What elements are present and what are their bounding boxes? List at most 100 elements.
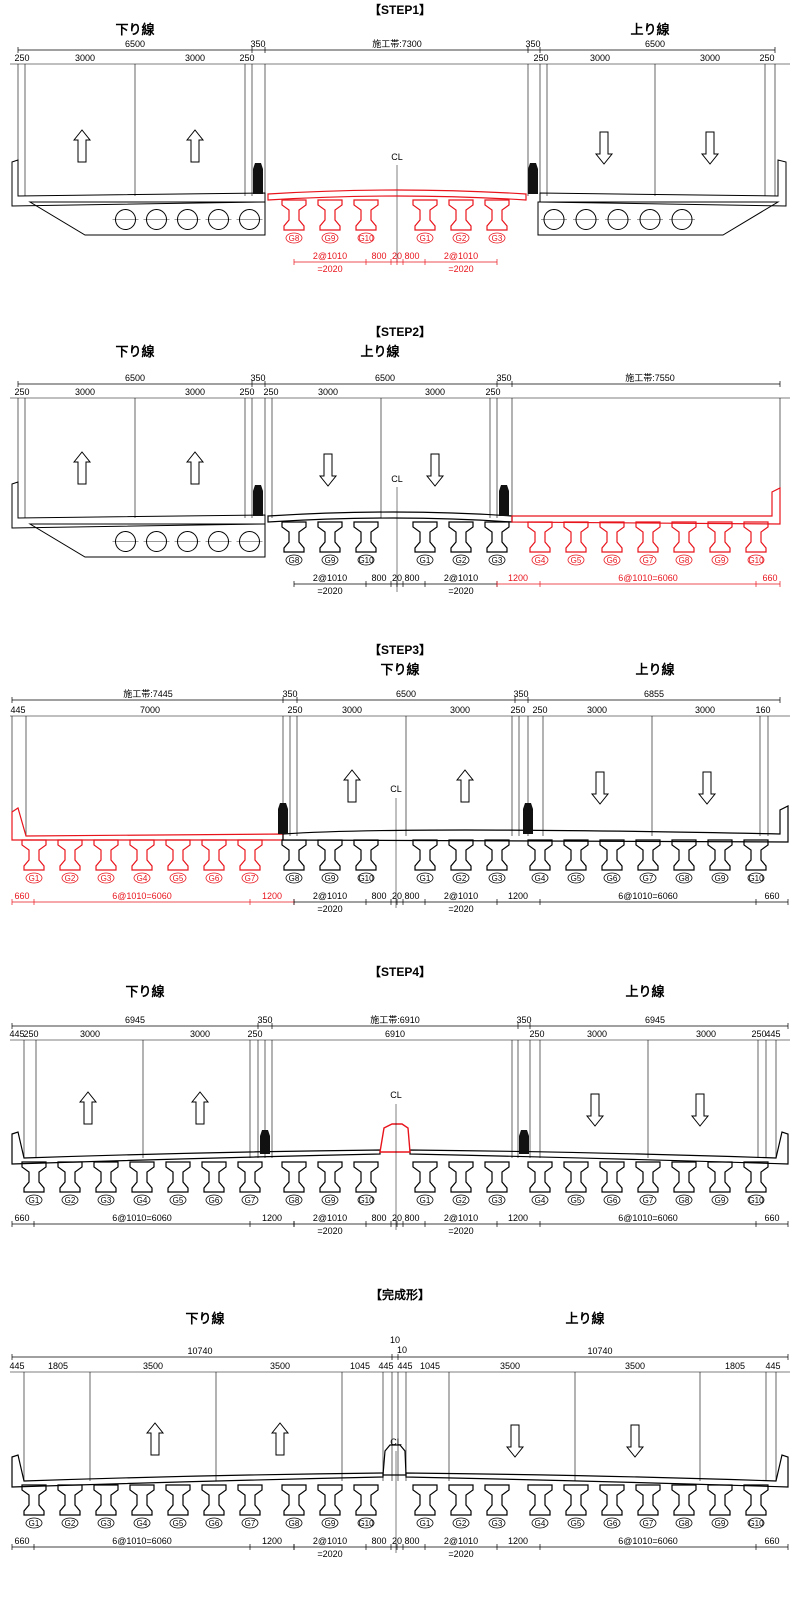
- girder-label-badge: [357, 1517, 375, 1529]
- dimension-value: 2@1010: [313, 891, 347, 901]
- dimension-value: 6@1010=6060: [618, 891, 677, 901]
- girder-label-badge: [205, 1194, 223, 1206]
- dimension-value: 350: [516, 1015, 531, 1025]
- traffic-up-arrow-icon: [190, 1091, 210, 1125]
- girder-label-badge: [452, 872, 470, 884]
- dimension-value: 6855: [644, 689, 664, 699]
- dimension-value: 1805: [48, 1361, 68, 1371]
- girder-label: G6: [607, 1519, 618, 1528]
- girder-label: G2: [65, 874, 76, 883]
- t-girder-icon: [527, 521, 553, 553]
- dimension-value: 445: [378, 1361, 393, 1371]
- dimension-value: 350: [250, 373, 265, 383]
- dimension-value: =2020: [317, 1226, 342, 1236]
- dimension-value: 250: [510, 705, 525, 715]
- girder-label: G9: [325, 1519, 336, 1528]
- dimension-value: 800: [371, 891, 386, 901]
- dimension-value: 800: [371, 573, 386, 583]
- girder-label-badge: [452, 1517, 470, 1529]
- dimension-value: 445: [10, 705, 25, 715]
- t-girder-icon: [317, 1484, 343, 1516]
- girder-label: G5: [571, 1519, 582, 1528]
- girder-label: G9: [715, 1519, 726, 1528]
- girder-label-badge: [711, 872, 729, 884]
- girder-label: G10: [748, 556, 764, 565]
- dimension-value: 2@1010: [313, 1536, 347, 1546]
- dimension-value: 6945: [645, 1015, 665, 1025]
- dimension-value: 1200: [508, 891, 528, 901]
- t-girder-icon: [412, 199, 438, 231]
- t-girder-icon: [671, 1484, 697, 1516]
- girder-label: G1: [420, 1519, 431, 1528]
- girder-label: G4: [535, 1196, 546, 1205]
- dimension-value: =2020: [448, 904, 473, 914]
- t-girder-icon: [93, 1484, 119, 1516]
- dimension-value: 2@1010: [313, 251, 347, 261]
- deck-slab: [405, 1454, 789, 1488]
- t-girder-icon: [563, 839, 589, 871]
- girder-label-badge: [639, 1517, 657, 1529]
- dimension-value: 6@1010=6060: [618, 573, 677, 583]
- girder-label: G6: [607, 1196, 618, 1205]
- girder-label-badge: [321, 872, 339, 884]
- girder-label-badge: [416, 232, 434, 244]
- t-girder-icon: [484, 521, 510, 553]
- lane-label-up: 上り線: [630, 22, 670, 37]
- t-girder-icon: [201, 1484, 227, 1516]
- t-girder-icon: [635, 1161, 661, 1193]
- girder-label-badge: [416, 872, 434, 884]
- girder-label: G4: [535, 556, 546, 565]
- girder-label-badge: [133, 872, 151, 884]
- dimension-value: 660: [764, 1536, 779, 1546]
- dimension-value: 20: [392, 1536, 402, 1546]
- centerline-label: CL: [390, 784, 402, 794]
- dimension-value: 20: [392, 1213, 402, 1223]
- t-girder-icon: [165, 839, 191, 871]
- girder-label: G8: [679, 556, 690, 565]
- dimension-value: 3000: [75, 53, 95, 63]
- dimension-value: 3000: [587, 1029, 607, 1039]
- dimension-value: 660: [762, 573, 777, 583]
- t-girder-icon: [317, 521, 343, 553]
- dimension-value: 1200: [508, 1213, 528, 1223]
- dimension-value: 160: [755, 705, 770, 715]
- concrete-barrier-icon: [499, 485, 509, 516]
- girder-label-badge: [25, 872, 43, 884]
- dimension-value: 3500: [143, 1361, 163, 1371]
- dimension-value: 250: [759, 53, 774, 63]
- t-girder-icon: [201, 839, 227, 871]
- girder-label-badge: [169, 1517, 187, 1529]
- dimension-value: =2020: [317, 586, 342, 596]
- t-girder-icon: [129, 839, 155, 871]
- t-girder-icon: [599, 839, 625, 871]
- girder-label: G9: [715, 556, 726, 565]
- girder-label-badge: [357, 1194, 375, 1206]
- dimension-value: 250: [287, 705, 302, 715]
- girder-label: G10: [358, 556, 374, 565]
- t-girder-icon: [563, 1484, 589, 1516]
- dimension-value: 800: [404, 1536, 419, 1546]
- t-girder-icon: [563, 1161, 589, 1193]
- t-girder-icon: [317, 1161, 343, 1193]
- dimension-value: 660: [14, 1213, 29, 1223]
- girder-label: G1: [29, 1519, 40, 1528]
- girder-label: G2: [65, 1196, 76, 1205]
- t-girder-icon: [484, 839, 510, 871]
- dimension-value: 20: [392, 251, 402, 261]
- girder-label-badge: [603, 1194, 621, 1206]
- girder-label-badge: [675, 872, 693, 884]
- girder-label-badge: [452, 1194, 470, 1206]
- girder-label: G7: [643, 1519, 654, 1528]
- t-girder-icon: [165, 1161, 191, 1193]
- girder-label: G8: [679, 874, 690, 883]
- t-girder-icon: [57, 1161, 83, 1193]
- girder-label: G3: [492, 556, 503, 565]
- t-girder-icon: [412, 839, 438, 871]
- girder-label: G3: [101, 874, 112, 883]
- t-girder-icon: [57, 1484, 83, 1516]
- girder-label-badge: [711, 1194, 729, 1206]
- girder-label-badge: [61, 1517, 79, 1529]
- concrete-barrier-icon: [528, 163, 538, 194]
